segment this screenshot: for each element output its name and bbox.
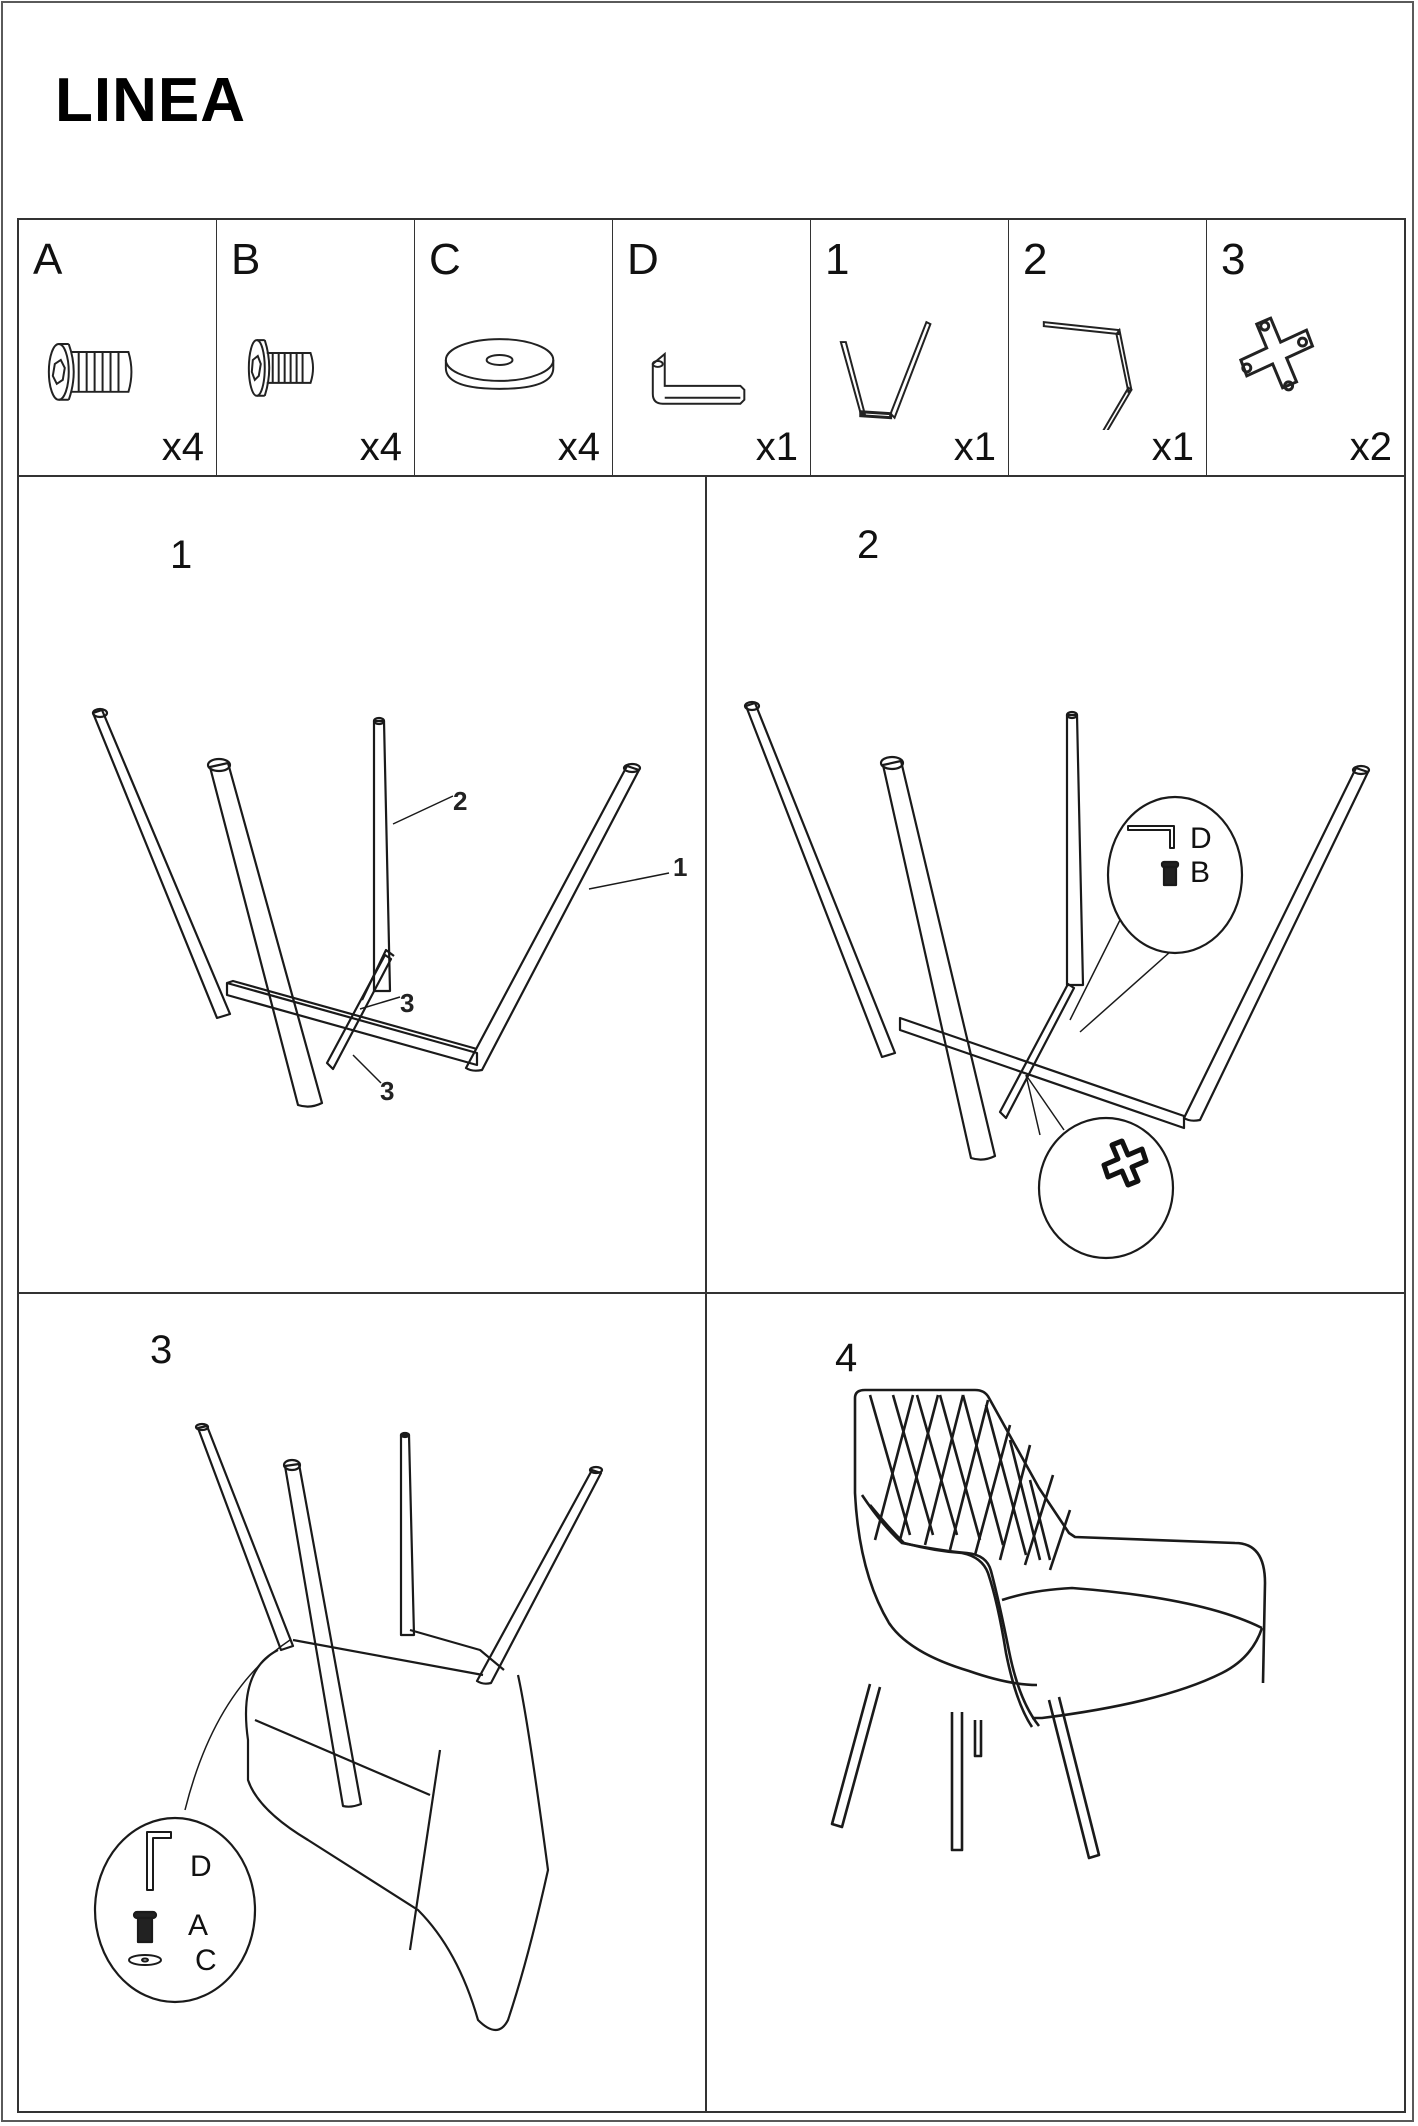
part-qty: x1 [755,425,798,469]
part-label: A [33,235,63,284]
part-qty: x2 [1349,425,1392,469]
part-3: 3 x2 [1207,220,1404,475]
document-title: LINEA [55,66,246,135]
part-b: B x4 [217,220,415,475]
steps-grid [17,477,1406,2113]
part-c: C x4 [415,220,613,475]
part-label: 1 [825,235,850,284]
part-label: 2 [1023,235,1048,284]
part-qty: x4 [161,425,204,469]
part-label: C [429,235,461,284]
leg-frame-back-icon [1042,321,1133,430]
part-qty: x1 [953,425,996,469]
allen-key-icon [651,351,746,405]
part-qty: x4 [359,425,402,469]
part-label: 3 [1221,235,1246,284]
part-qty: x1 [1151,425,1194,469]
step-4-number: 4 [835,1336,858,1380]
washer-icon [444,338,555,390]
step-2-number: 2 [857,523,880,567]
step-1-number: 1 [170,533,193,577]
part-2: 2 x1 [1009,220,1207,475]
bolt-short-icon [247,339,315,397]
part-qty: x4 [557,425,600,469]
part-label: D [627,235,659,284]
step-3-number: 3 [150,1328,173,1372]
parts-table: A x4 B x4 C [17,218,1406,477]
leg-frame-front-icon [839,320,932,420]
grid-divider-horizontal [19,1292,1404,1294]
part-1: 1 x1 [811,220,1009,475]
cross-bracket-icon [1238,316,1315,392]
part-d: D x1 [613,220,811,475]
part-label: B [231,235,261,284]
part-a: A x4 [19,220,217,475]
bolt-long-icon [47,343,133,401]
grid-divider-vertical [705,477,707,2111]
